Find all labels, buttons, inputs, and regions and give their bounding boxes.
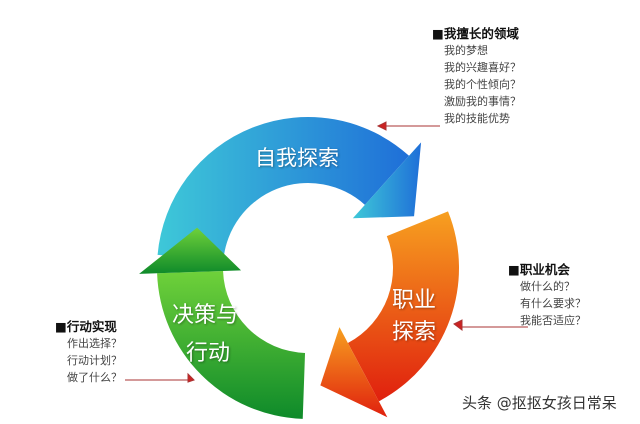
stage-label: 探索: [392, 320, 437, 345]
callout-item: 激励我的事情？: [444, 95, 521, 108]
arrow-tip-icon: [376, 121, 387, 131]
career-exploration-arrowhead-icon: [320, 327, 388, 418]
callout-item: 有什么要求？: [520, 297, 586, 310]
callout-item: 作出选择？: [67, 337, 122, 350]
stage-label: 职业: [392, 288, 437, 313]
callout-career: ■职业机会 做什么的？ 有什么要求？ 我能否适应？: [508, 262, 586, 327]
callout-title: 职业机会: [519, 262, 570, 277]
callout-item: 我的技能优势: [444, 112, 510, 125]
decision-action-arrowhead-icon: [139, 227, 242, 274]
callout-item: 行动计划？: [67, 354, 122, 367]
career-exploration-arc: [347, 211, 459, 402]
callout-item: 做了什么？: [67, 371, 122, 384]
connector-lines: [125, 121, 528, 383]
callout-title: 行动实现: [66, 319, 117, 334]
self-exploration-arrowhead-icon: [352, 142, 422, 219]
callout-item: 我的个性倾向？: [444, 78, 521, 91]
watermark: 头条 @抠抠女孩日常呆: [462, 394, 617, 412]
stage-label: 决策与: [172, 303, 239, 328]
stage-self-exploration: 自我探索: [255, 146, 339, 170]
stage-career-exploration: 职业探索: [392, 285, 436, 349]
self-exploration-arc: [157, 116, 410, 261]
callout-action: ■行动实现 作出选择？ 行动计划？ 做了什么？: [55, 319, 122, 384]
callout-self: ■我擅长的领域 我的梦想 我的兴趣喜好？ 我的个性倾向？ 激励我的事情？ 我的技…: [432, 26, 521, 125]
callout-item: 我的梦想: [444, 44, 488, 57]
decision-action-arc: [157, 270, 306, 419]
callout-item: 做什么的？: [520, 280, 575, 293]
callout-item: 我能否适应？: [520, 314, 586, 327]
callout-item: 我的兴趣喜好？: [444, 61, 521, 74]
stage-decision-action: 决策与行动: [172, 297, 238, 373]
stage-label: 行动: [186, 341, 231, 366]
callout-title: 我擅长的领域: [443, 26, 519, 41]
